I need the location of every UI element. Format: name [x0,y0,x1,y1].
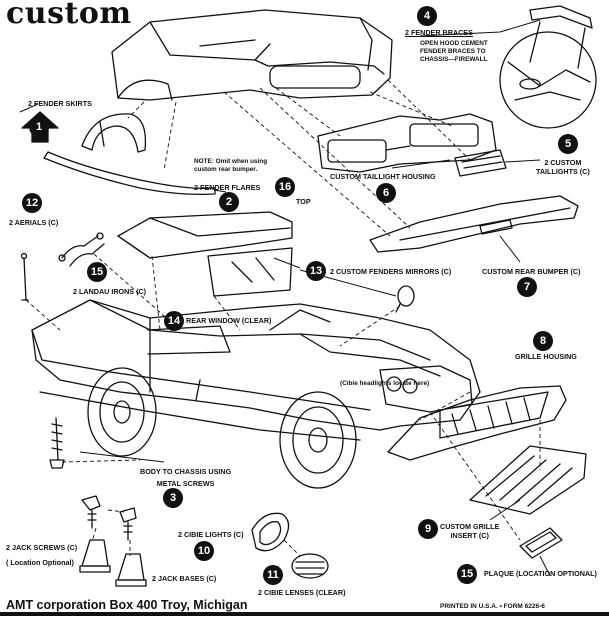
note-rear-bumper: NOTE: Omit when using custom rear bumper… [194,158,267,174]
badge-14: 14 [164,311,184,331]
fender-flare [43,151,216,196]
taillight-lens [454,149,507,177]
fender-skirt [81,113,147,153]
custom-taillights-1: 2 CUSTOM [544,158,582,167]
badge-7: 7 [517,277,537,297]
fender-braces-label: 2 FENDER BRACES [405,28,473,37]
custom-taillights-2: TAILLIGHTS (C) [536,167,590,176]
badge-5: 5 [558,134,578,154]
label-fender-flares: 2 FENDER FLARES [194,183,261,192]
badge-11: 11 [263,565,283,585]
landau-irons [58,232,105,267]
fender-brace-detail [499,5,597,129]
label-cibie-lenses: 2 CIBIE LENSES (Clear) [258,588,346,597]
cibie-light [251,512,290,552]
badge-15-plaque: 15 [457,564,477,584]
body-to-chassis-1: BODY TO CHASSIS USING [140,467,232,476]
footer-rule [0,612,609,616]
fender-braces-note-2: FENDER BRACES TO [420,48,486,55]
rear-window [207,247,293,297]
custom-grille-insert [469,445,587,515]
plaque [519,527,563,559]
jack-screws-2: ( Location Optional) [6,558,74,567]
badge-9: 9 [418,519,438,539]
custom-grille-insert-2: INSERT (C) [450,531,489,540]
badge-15-landau: 15 [87,262,107,282]
label-fender-braces: 2 FENDER BRACES [405,28,473,37]
footer-printed: PRINTED IN U.S.A. • FORM 6226-6 [440,603,545,610]
label-plaque: PLAQUE (Location Optional) [484,569,597,578]
jack-bases [79,539,147,587]
label-fender-skirts: 2 FENDER SKIRTS [28,99,92,108]
badge-12: 12 [22,193,42,213]
badge-6: 6 [376,183,396,203]
main-car-body [31,299,481,489]
grille-housing [387,385,567,461]
note-text-2: custom rear bumper. [194,166,258,173]
cibie-headlights-note: (Cibie headlights locate here) [340,380,430,387]
label-grille-housing: GRILLE HOUSING [515,352,577,361]
custom-rear-bumper [369,195,579,253]
label-custom-grille-insert: CUSTOM GRILLE INSERT (C) [440,522,499,540]
fender-mirror [395,285,415,313]
label-taillight-housing: CUSTOM TAILLIGHT HOUSING [330,172,436,181]
aerial [20,252,29,301]
label-custom-taillights: 2 CUSTOM TAILLIGHTS (C) [536,158,590,176]
label-body-to-chassis: BODY TO CHASSIS USING METAL SCREWS [140,467,231,488]
body-to-chassis-2: METAL SCREWS [156,479,215,488]
fender-braces-note: OPEN HOOD CEMENT FENDER BRACES TO CHASSI… [420,40,488,64]
label-jack-bases: 2 JACK BASES (C) [152,574,217,583]
badge-16: 16 [275,177,295,197]
footer-company: AMT corporation Box 400 Troy, Michigan [6,598,248,612]
note-label: NOTE: [194,158,214,165]
top [117,211,293,259]
note-text-1: Omit when using [215,158,268,165]
badge-4: 4 [417,6,437,26]
jack-screws [81,495,137,541]
label-landau-irons: 2 LANDAU IRONS (C) [73,287,147,296]
custom-grille-insert-1: CUSTOM GRILLE [440,522,500,531]
badge-13: 13 [306,261,326,281]
jack-screws-1: 2 JACK SCREWS (C) [6,543,78,552]
sheet-title: custom [6,0,132,31]
badge-8: 8 [533,331,553,351]
label-jack-screws: 2 JACK SCREWS (C) ( Location Optional) [6,543,77,567]
badge-1: 1 [29,117,49,137]
badge-2: 2 [219,192,239,212]
label-rear-window: REAR WINDOW (Clear) [186,316,272,325]
label-aerials: 2 AERIALS (C) [9,218,59,227]
cibie-lens [291,553,329,579]
badge-10: 10 [194,541,214,561]
fender-braces-note-1: OPEN HOOD CEMENT [420,40,488,47]
rear-body-section [111,9,393,101]
badge-3: 3 [163,488,183,508]
label-custom-rear-bumper: CUSTOM REAR BUMPER (C) [482,267,581,276]
label-fenders-mirrors: 2 CUSTOM FENDERS MIRRORS (C) [330,267,452,276]
taillight-housing [317,113,497,173]
body-screw [49,417,65,469]
label-cibie-lights: 2 CIBIE LIGHTS (C) [178,530,244,539]
label-top: TOP [296,197,311,206]
fender-braces-note-3: CHASSIS—FIREWALL [420,56,488,63]
